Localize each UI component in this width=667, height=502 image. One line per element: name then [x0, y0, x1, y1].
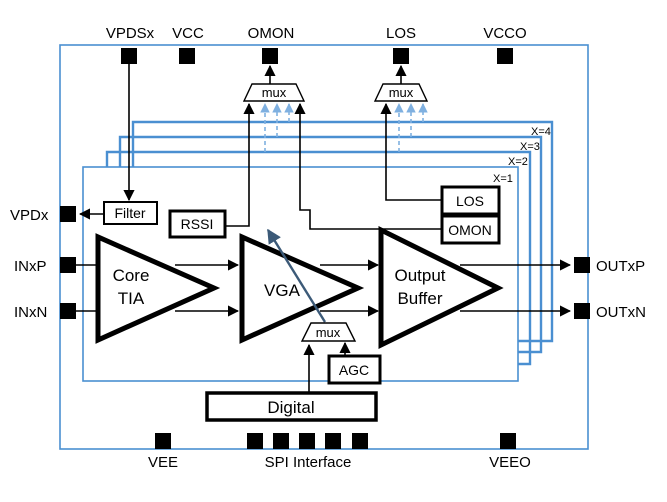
- pin-inxp: [60, 257, 76, 273]
- pin-label-omon: OMON: [248, 25, 295, 42]
- pin-inxn: [60, 303, 76, 319]
- vga-label: VGA: [264, 281, 301, 300]
- pin-spi-5: [352, 433, 368, 449]
- core-tia-amplifier: [95, 233, 221, 344]
- pin-vpdx: [60, 206, 76, 222]
- omon-mux-label: mux: [262, 85, 287, 100]
- rssi-block: [168, 209, 227, 239]
- pin-label-inxp: INxP: [14, 258, 47, 275]
- pin-label-vpdx: VPDx: [10, 207, 49, 224]
- agc-block: [327, 354, 382, 385]
- agc-label: AGC: [339, 362, 369, 378]
- digital-label: Digital: [267, 398, 314, 417]
- pin-label-los: LOS: [386, 25, 416, 42]
- pin-vpdsx: [121, 48, 137, 64]
- core-tia-label-line2: TIA: [118, 289, 145, 308]
- pin-label-vcco: VCCO: [483, 25, 526, 42]
- channel-label-x2: X=2: [508, 156, 528, 168]
- filter-label: Filter: [114, 205, 145, 221]
- pin-label-veeo: VEEO: [489, 454, 531, 471]
- rssi-to-omon-mux: [225, 102, 255, 227]
- gain-mux-label: mux: [316, 325, 341, 340]
- pin-vcc: [179, 48, 195, 64]
- los-mux: [373, 83, 429, 102]
- rssi-label: RSSI: [181, 216, 214, 232]
- core-tia-label-line1: Core: [113, 266, 150, 285]
- gain-mux: [300, 322, 357, 342]
- filter-block: [103, 201, 158, 225]
- pin-spi-3: [299, 433, 315, 449]
- channel-label-x4: X=4: [531, 126, 551, 138]
- omon-to-omon-mux: [294, 102, 442, 230]
- channel-label-x1: X=1: [493, 173, 513, 185]
- pin-label-outxp: OUTxP: [596, 258, 645, 275]
- output-buffer-label-line2: Buffer: [397, 289, 442, 308]
- pin-spi-2: [273, 433, 289, 449]
- los-to-los-mux: [380, 102, 442, 201]
- pin-outxp: [574, 257, 590, 273]
- pin-label-vee: VEE: [148, 454, 178, 471]
- omon-mux: [242, 83, 306, 102]
- pin-outxn: [574, 303, 590, 319]
- vga-amplifier: [239, 233, 365, 344]
- pin-spi-1: [247, 433, 263, 449]
- los-block-label: LOS: [456, 193, 484, 209]
- chip-outline: [59, 44, 589, 450]
- pin-label-vcc: VCC: [172, 25, 204, 42]
- pin-spi-4: [325, 433, 341, 449]
- digital-block: [205, 391, 378, 422]
- channel-stack: [105, 120, 554, 366]
- output-buffer-amplifier: [378, 225, 504, 349]
- channel-plane-x2: [105, 150, 532, 366]
- mux-channel-arrows: [260, 103, 428, 152]
- pin-label-spi: SPI Interface: [265, 454, 352, 471]
- pin-veeo: [500, 433, 516, 449]
- pin-label-outxn: OUTxN: [596, 304, 646, 321]
- pin-label-inxn: INxN: [14, 304, 47, 321]
- pin-vcco: [497, 48, 513, 64]
- vga-gain-arrow: [266, 228, 327, 323]
- pin-omon: [262, 48, 278, 64]
- pin-los: [393, 48, 409, 64]
- omon-block-label: OMON: [448, 222, 492, 238]
- pin-vee: [155, 433, 171, 449]
- channel-label-x3: X=3: [520, 141, 540, 153]
- los-mux-label: mux: [389, 85, 414, 100]
- pin-label-vpdsx: VPDSx: [106, 25, 155, 42]
- output-buffer-label-line1: Output: [394, 266, 445, 285]
